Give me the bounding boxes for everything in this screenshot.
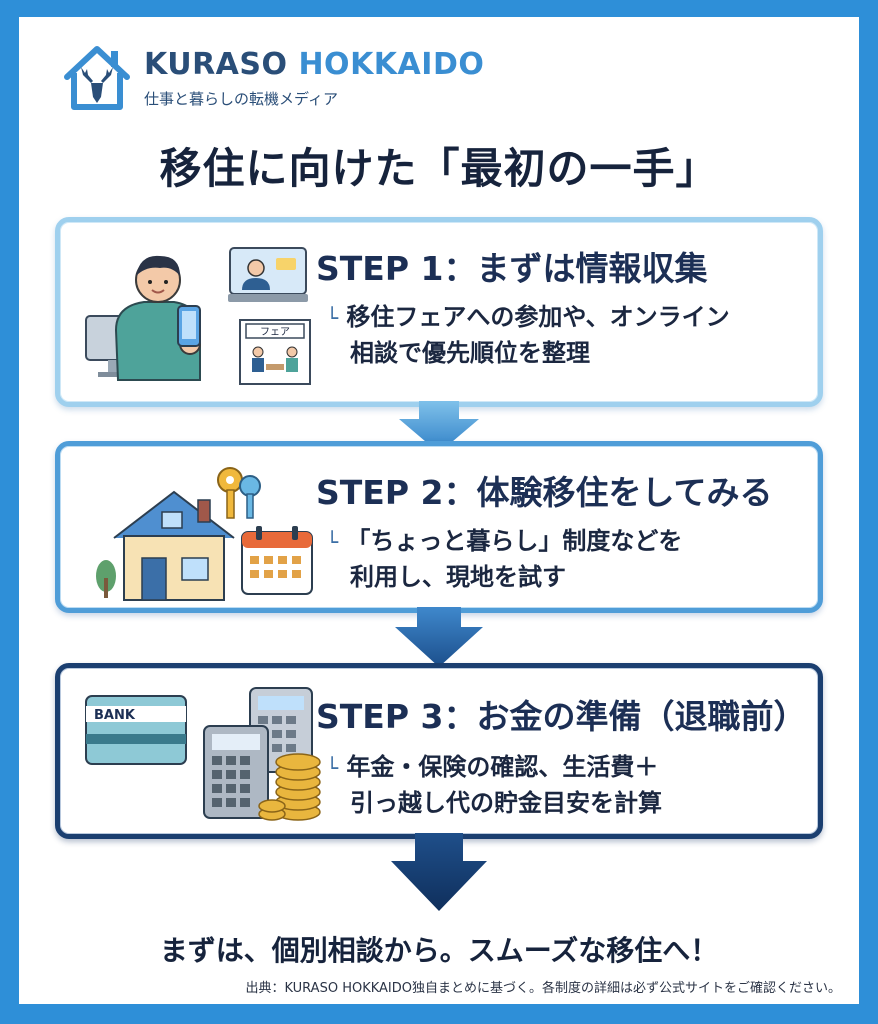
step-1-title: STEP 1：まずは情報収集 [316, 249, 708, 288]
step-3-card: BANK [55, 663, 823, 839]
call-to-action: まずは、個別相談から。スムーズな移住へ！ [159, 934, 719, 967]
bank-card-icon: BANK [85, 695, 187, 765]
branch-marker: └ [326, 530, 339, 554]
house-deer-logo-icon [64, 46, 130, 110]
video-call-icon [228, 247, 308, 302]
page-title: 移住に向けた「最初の一手」 [159, 144, 719, 193]
step-3-desc: └ 年金・保険の確認、生活費＋ 引っ越し代の貯金目安を計算 [326, 750, 662, 821]
step-1-card: フェア STEP 1：まずは情報収集 └ 移住フェアへの参加や、オンライン 相談… [55, 217, 823, 407]
step-3-desc-line2: 引っ越し代の貯金目安を計算 [350, 789, 662, 817]
arrow-down-icon [395, 607, 483, 667]
step-2-card: STEP 2：体験移住をしてみる └ 「ちょっと暮らし」制度などを 利用し、現地… [55, 441, 823, 613]
arrow-down-icon [399, 401, 479, 453]
coins-icon [258, 753, 321, 821]
fair-label: フェア [260, 327, 290, 338]
step-1-desc: └ 移住フェアへの参加や、オンライン 相談で優先順位を整理 [326, 300, 730, 371]
source-footnote: 出典：KURASO HOKKAIDO独自まとめに基づく。各制度の詳細は必ず公式サ… [245, 981, 841, 996]
step-2-desc-line2: 利用し、現地を試す [350, 563, 566, 591]
step-2-title: STEP 2：体験移住をしてみる [316, 473, 773, 512]
branch-marker: └ [326, 306, 339, 330]
step-1-desc-line1: 移住フェアへの参加や、オンライン [346, 303, 730, 331]
step-3-desc-line1: 年金・保険の確認、生活費＋ [346, 753, 659, 781]
person-phone-icon [85, 255, 201, 381]
keys-icon [217, 467, 261, 519]
brand-name: KURASO HOKKAIDO [144, 47, 485, 82]
infographic-canvas: KURASO HOKKAIDO 仕事と暮らしの転機メディア 移住に向けた「最初の… [19, 17, 859, 1004]
fair-booth-icon: フェア [239, 319, 311, 385]
branch-marker: └ [326, 756, 339, 780]
house-icon [96, 490, 235, 601]
step-1-desc-line2: 相談で優先順位を整理 [350, 339, 590, 367]
bank-label: BANK [94, 708, 136, 723]
step-2-desc: └ 「ちょっと暮らし」制度などを 利用し、現地を試す [326, 524, 682, 595]
calendar-icon [241, 526, 313, 595]
brand-tagline: 仕事と暮らしの転機メディア [144, 90, 338, 108]
arrow-down-icon [391, 833, 487, 911]
step-2-desc-line1: 「ちょっと暮らし」制度などを [346, 527, 683, 555]
step-3-title: STEP 3：お金の準備（退職前） [316, 697, 807, 736]
